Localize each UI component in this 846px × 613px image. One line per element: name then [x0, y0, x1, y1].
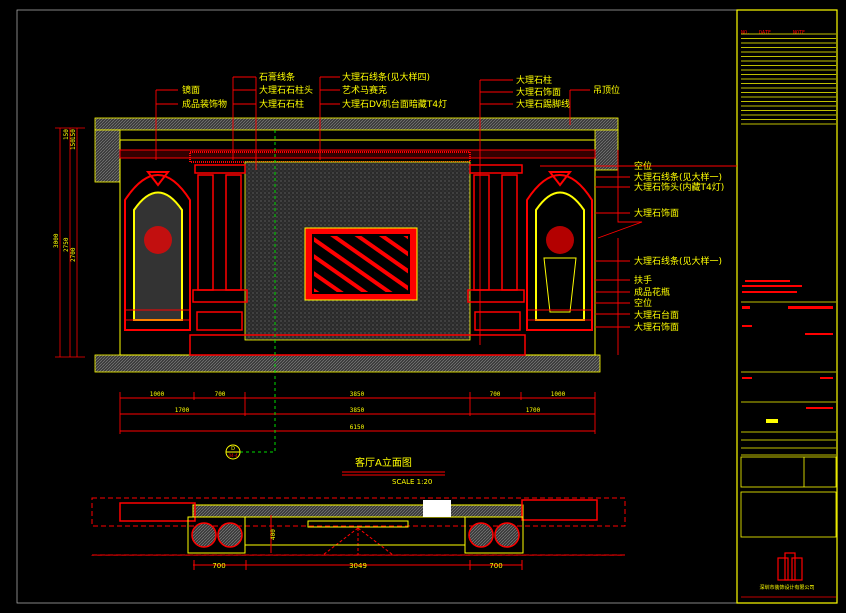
- dim-v-3: 150: [63, 129, 70, 140]
- dim-1-1: 700: [215, 391, 226, 398]
- vase: [543, 257, 577, 313]
- label-r-8: 大理石台面: [634, 309, 679, 321]
- dim-1-0: 1000: [150, 391, 165, 398]
- tb-header-date: DATE: [759, 30, 771, 36]
- label-marble-column: 大理石柱: [516, 74, 552, 86]
- label-r-5: 扶手: [634, 274, 652, 286]
- company-name: 深圳市装饰设计有限公司: [759, 584, 814, 591]
- tb-header-note: NOTE: [793, 30, 805, 36]
- company-logo-icon: [777, 552, 803, 581]
- dim-2-2: 1700: [526, 407, 541, 414]
- label-skirting: 大理石踢脚线: [516, 98, 570, 110]
- label-r-2: 大理石饰头(内藏T4灯): [634, 181, 724, 193]
- label-r-1: 大理石线条(见大样一): [634, 171, 722, 183]
- label-marble-molding: 大理石线条(见大样四): [342, 71, 430, 83]
- section-sheet: 04-4: [228, 453, 238, 458]
- label-r-9: 大理石饰面: [634, 321, 679, 333]
- label-ornament: 成品装饰物: [182, 98, 227, 110]
- dim-1-4: 1000: [551, 391, 566, 398]
- label-mirror: 镜面: [182, 84, 200, 96]
- dim-v-1: 2750: [63, 237, 70, 252]
- floor: [94, 354, 601, 373]
- dim-v-2: 2700: [70, 247, 77, 262]
- label-r-0: 空位: [634, 160, 652, 172]
- label-r-7: 空位: [634, 297, 652, 309]
- label-column-capital: 大理石石柱头: [259, 84, 313, 96]
- plan-depth: 400: [270, 529, 277, 540]
- elevation-drawing: [94, 117, 619, 373]
- right-vase-flowers: [546, 226, 574, 254]
- dim-v-5: 150: [70, 139, 77, 150]
- dim-1-2: 3850: [350, 391, 365, 398]
- left-vase-flowers: [144, 226, 172, 254]
- label-r-6: 成品花瓶: [634, 286, 670, 298]
- right-leaders: [540, 150, 737, 355]
- section-mark: D: [231, 446, 235, 452]
- plan-drawing: [91, 497, 626, 570]
- plan-dim-0: 700: [212, 562, 225, 570]
- label-r-4: 大理石线条(见大样一): [634, 255, 722, 267]
- title-block: NO. DATE NOTE 深圳市装饰设计有限公司: [736, 9, 838, 604]
- horizontal-dimensions: [119, 392, 596, 434]
- label-mosaic: 艺术马赛克: [342, 84, 387, 96]
- dim-total: 6150: [350, 424, 365, 431]
- label-marble-facing: 大理石饰面: [516, 86, 561, 98]
- drawing-title: 客厅A立面图: [355, 456, 412, 469]
- label-plaster-molding: 石膏线条: [259, 71, 295, 83]
- tb-header-no: NO.: [741, 30, 750, 36]
- drawing-scale: SCALE 1:20: [392, 478, 432, 486]
- ceiling: [94, 117, 619, 131]
- label-stone-column: 大理石石柱: [259, 98, 304, 110]
- top-leaders: [155, 76, 590, 345]
- label-dvd-counter: 大理石DV机台面暗藏T4灯: [342, 98, 447, 110]
- tb-red-text-blocks: [742, 280, 833, 409]
- plan-dim-1: 3049: [349, 562, 367, 570]
- dim-v-0: 3000: [53, 233, 60, 248]
- plan-dim-2: 700: [489, 562, 502, 570]
- vertical-dimensions: [55, 127, 85, 358]
- dim-1-3: 700: [490, 391, 501, 398]
- dim-2-0: 1700: [175, 407, 190, 414]
- dim-v-4: 150: [70, 129, 77, 140]
- label-ceiling: 吊顶位: [593, 84, 620, 96]
- label-r-3: 大理石饰面: [634, 207, 679, 219]
- dim-2-1: 3850: [350, 407, 365, 414]
